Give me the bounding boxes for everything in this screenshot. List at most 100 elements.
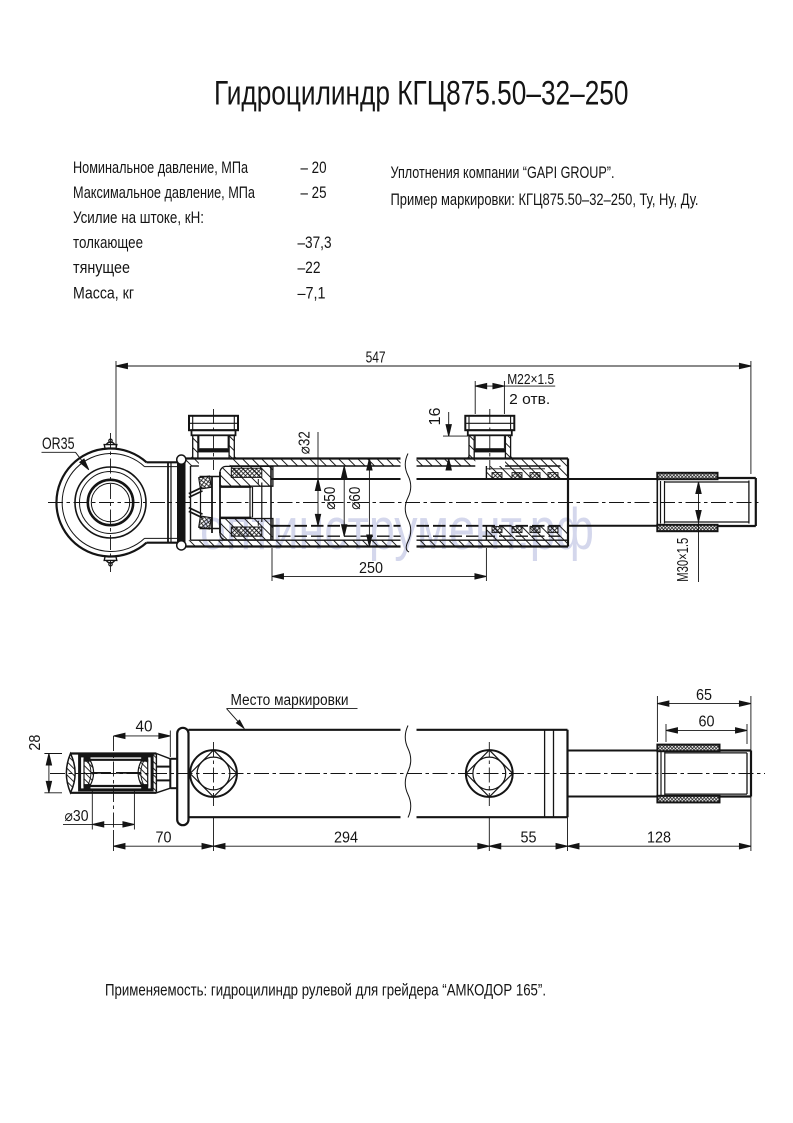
oil-port-left-drawing-path — [189, 454, 193, 459]
oil-port-left-drawing-rect — [192, 434, 199, 460]
cylinder-head-drawing-rect — [547, 472, 559, 480]
port-boss-left — [189, 742, 238, 806]
dimensions-top-view-dimension-arrow — [213, 843, 226, 850]
top-view: Место маркировки 65 60 40 — [27, 687, 765, 851]
barrel-section-drawing-rect — [505, 458, 568, 466]
rod-eye-drawing-circle — [79, 471, 142, 534]
grease-nipple-bottom-drawing-path — [103, 555, 118, 562]
dim-thread-length: 60 — [699, 714, 715, 731]
cylinder-head-drawing-rect — [491, 525, 503, 534]
cylinder-head-drawing-rect — [511, 472, 523, 480]
marking-label: Место маркировки — [226, 692, 358, 732]
dim-rod-diameter: ⌀32 — [297, 431, 314, 454]
dimensions-top-view-dimension-arrow — [555, 843, 568, 850]
dimensions-side-view-dimension-arrow — [445, 424, 452, 437]
dim-rod-end-thread: M30×1.5 — [675, 538, 692, 582]
piston-gland-assembly-drawing-line — [188, 486, 203, 495]
dimensions-side-view-dimension-arrow — [314, 478, 322, 491]
spec-label: Максимальное давление, МПа — [73, 183, 256, 202]
rod-thread-end-drawing-rect — [656, 523, 719, 533]
dimensions-top-view-dimension-arrow — [738, 843, 752, 850]
dimensions-top-view-dimension-arrow — [122, 821, 135, 828]
dimensions-side-view: 547 M22×1.5 2 отв. 16 ⌀32 ⌀50 — [41, 350, 752, 582]
rod-eye-drawing-path — [61, 453, 145, 552]
spec-label: Масса, кг — [73, 283, 134, 302]
oil-port-left-drawing-rect — [228, 434, 235, 460]
grease-nipple-bottom-drawing-circle — [108, 561, 113, 567]
oil-port-right — [464, 409, 516, 470]
dimensions-top-view-dimension-arrow — [488, 843, 502, 850]
dim-eye-center-to-plate: 40 — [136, 719, 153, 736]
spec-table: Номинальное давление, МПа – 20 Максималь… — [73, 158, 332, 302]
oil-port-right-drawing-rect — [466, 429, 513, 437]
barrel-section-drawing-rect — [416, 540, 568, 547]
port-boss-right-drawing-path — [465, 749, 514, 798]
spec-value: –7,1 — [298, 283, 326, 302]
dimensions-top-view-dimension-arrow — [45, 753, 53, 766]
dimensions-top-view-dimension-arrow — [91, 821, 105, 828]
eye-section-drawing-rect — [78, 754, 154, 792]
port-boss-right — [464, 742, 514, 806]
oil-port-right-drawing-rect — [468, 434, 475, 460]
label-rod-eye-bearing: OR35 — [42, 434, 75, 453]
oil-port-right-drawing-rect — [504, 434, 512, 460]
cylinder-head-drawing-rect — [529, 525, 541, 534]
application-note: Применяемость: гидроцилиндр рулевой для … — [105, 981, 546, 1000]
piston-gland-assembly — [188, 465, 274, 541]
rod-eye-drawing-circle — [86, 478, 135, 527]
eye-section-drawing-line — [156, 787, 171, 794]
spec-value: – 25 — [301, 183, 327, 202]
spec-value: – 20 — [301, 158, 327, 177]
piston-gland-assembly-drawing-rect — [198, 515, 212, 530]
piston-seal-top — [198, 475, 212, 490]
spec-label: тянущее — [73, 258, 130, 277]
dim-stroke: 250 — [359, 560, 383, 577]
piston-seal-bottom — [198, 515, 212, 530]
barrel-section-drawing-rect — [416, 458, 476, 466]
dim-port-count: 2 отв. — [509, 391, 550, 408]
dimensions-side-view-dimension-arrow — [115, 362, 128, 370]
dimensions-side-view-dimension-arrow — [474, 382, 488, 390]
oil-port-left-drawing-rect — [197, 448, 230, 453]
dim-rod-extension: 128 — [647, 829, 671, 846]
tang-and-plate-drawing-rect — [176, 726, 190, 827]
dim-eye-to-port: 70 — [156, 829, 172, 846]
grease-nipple-top-drawing-circle — [108, 438, 113, 444]
dim-overall-length: 547 — [366, 350, 386, 367]
rod-thread-end-drawing-rect — [656, 471, 719, 481]
dimensions-top-view-dimension-arrow — [665, 727, 678, 734]
barrel-section-drawing-rect — [185, 458, 199, 466]
barrel-outline — [188, 725, 569, 819]
cylinder-head-drawing-rect — [491, 472, 503, 480]
oil-port-left-drawing-rect — [190, 429, 237, 437]
notes: Уплотнения компании “GAPI GROUP”. Пример… — [391, 163, 699, 209]
dimensions-top-view-dimension-arrow — [45, 780, 53, 794]
rod-eye-drawing-circle — [90, 482, 131, 523]
note-marking-example: Пример маркировки: КГЦ875.50–32–250, Ту,… — [391, 190, 699, 209]
tang-and-plate — [156, 726, 190, 827]
dimensions-side-view-dimension-arrow — [341, 465, 348, 478]
dimensions-side-view-dimension-arrow — [738, 362, 752, 370]
dim-eye-bore-diameter: ⌀30 — [65, 808, 89, 825]
spec-value: –22 — [298, 258, 321, 277]
rod-plan — [567, 749, 658, 798]
eye-section-drawing-line — [156, 752, 171, 760]
dimensions-top-view-dimension-arrow — [656, 700, 670, 707]
cylinder-head-drawing-rect — [547, 525, 559, 534]
oil-port-right-drawing-path — [510, 454, 515, 459]
spec-label: Номинальное давление, МПа — [73, 158, 249, 177]
dimensions-top-view-dimension-arrow — [113, 843, 126, 850]
dim-barrel-outer-diameter: ⌀60 — [347, 486, 364, 509]
dimensions-side-view-dimension-arrow — [474, 573, 487, 580]
dimensions-top-view-dimension-arrow — [201, 843, 214, 850]
piston-gland-assembly-drawing-line — [188, 490, 203, 499]
cap-end-plate-drawing-circle — [175, 540, 187, 551]
spec-label: толкающее — [73, 233, 143, 252]
rod-eye — [55, 433, 177, 572]
dimensions-top-view: 65 60 40 28 ⌀30 — [27, 687, 752, 851]
dimensions-side-view-dimension-arrow — [271, 573, 284, 580]
eye-section — [65, 736, 171, 830]
piston-gland-assembly-drawing-line — [188, 506, 203, 515]
spec-label: Усилие на штоке, кН: — [73, 208, 204, 227]
